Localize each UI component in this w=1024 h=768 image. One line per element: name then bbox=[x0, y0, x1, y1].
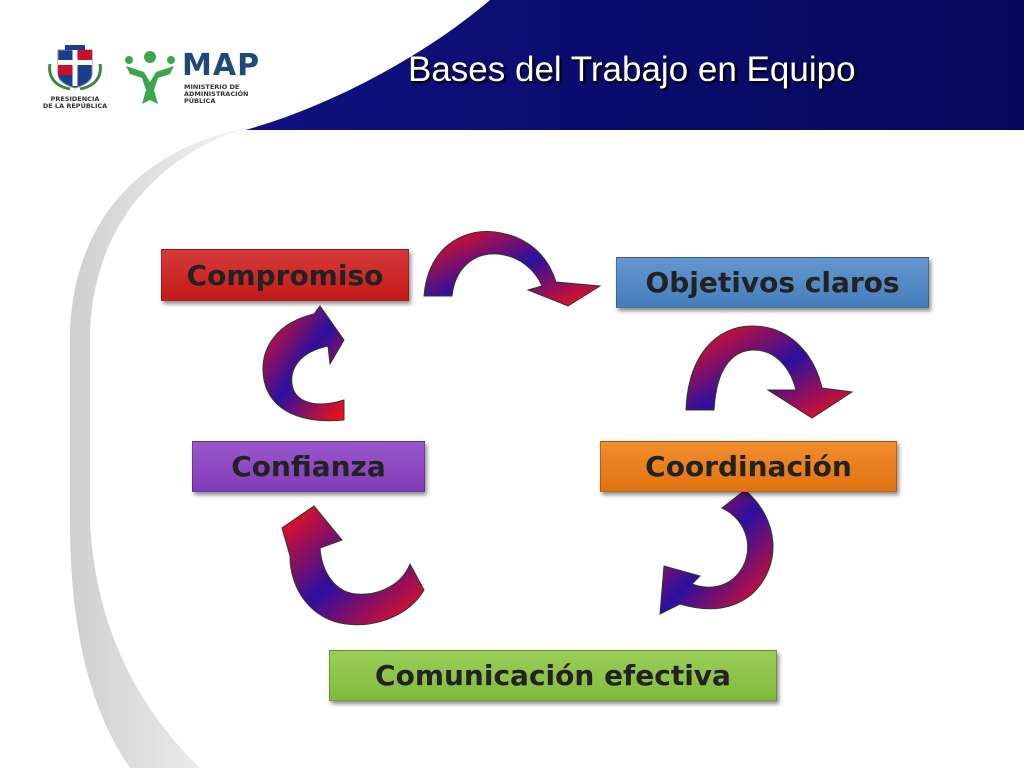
node-compromiso: Compromiso bbox=[161, 249, 409, 301]
node-objetivos-claros-label: Objetivos claros bbox=[645, 266, 900, 299]
slide-title: Bases del Trabajo en Equipo bbox=[408, 50, 856, 89]
node-comunicacion-efectiva-label: Comunicación efectiva bbox=[375, 659, 731, 692]
node-comunicacion-efectiva: Comunicación efectiva bbox=[329, 650, 777, 701]
presidencia-line2: DE LA REPÚBLICA bbox=[42, 102, 108, 110]
map-line2: ADMINISTRACIÓN bbox=[184, 90, 249, 98]
presidencia-line1: PRESIDENCIA bbox=[50, 95, 100, 103]
arrow-compromiso-to-objetivos bbox=[423, 231, 602, 307]
arrow-objetivos-to-coordinacion bbox=[685, 325, 854, 419]
arrow-coordinacion-to-comunicacion bbox=[659, 489, 774, 615]
arrow-comunicacion-to-confianza bbox=[281, 505, 425, 626]
node-confianza-label: Confianza bbox=[231, 450, 386, 483]
presidencia-logo: PRESIDENCIA DE LA REPÚBLICA bbox=[40, 44, 110, 110]
node-confianza: Confianza bbox=[192, 441, 425, 492]
node-coordinacion: Coordinación bbox=[600, 441, 897, 492]
coat-of-arms-icon bbox=[48, 45, 102, 91]
map-line1: MINISTERIO DE bbox=[184, 83, 240, 91]
people-icon bbox=[125, 51, 175, 104]
node-compromiso-label: Compromiso bbox=[186, 258, 384, 292]
node-coordinacion-label: Coordinación bbox=[645, 450, 852, 483]
map-wordmark: MAP bbox=[182, 48, 261, 83]
arrow-confianza-to-compromiso bbox=[262, 305, 345, 422]
title-banner bbox=[245, 0, 1024, 130]
map-logo: MAP MINISTERIO DE ADMINISTRACIÓN PÚBLICA bbox=[120, 48, 280, 108]
node-objetivos-claros: Objetivos claros bbox=[616, 257, 929, 308]
map-line3: PÚBLICA bbox=[184, 97, 216, 105]
